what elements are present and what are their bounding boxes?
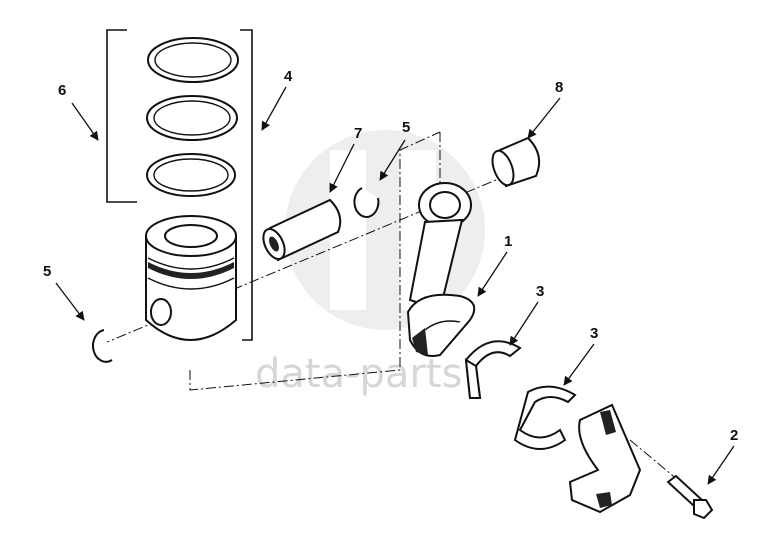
snap-ring-icon-left [91, 329, 113, 363]
piston-pin-icon [262, 198, 342, 262]
bushing-icon [491, 136, 541, 188]
snap-ring-icon [353, 187, 380, 218]
piston-ring-set-icon [146, 37, 239, 197]
callout-6: 6 [58, 82, 66, 99]
callout-3-lower: 3 [590, 325, 598, 342]
piston-bracket [240, 29, 253, 341]
bearing-shell-icon-lower [513, 385, 577, 450]
ring-set-bracket [106, 29, 137, 203]
callout-8: 8 [555, 79, 563, 96]
rod-cap-icon [568, 403, 642, 514]
leader-arrows [55, 86, 735, 485]
callout-7: 7 [354, 125, 362, 142]
rod-bolt-icon [666, 474, 714, 520]
connecting-rod-icon [406, 182, 476, 357]
piston-icon [145, 215, 237, 341]
callout-3-upper: 3 [536, 283, 544, 300]
callout-5-top: 5 [402, 119, 410, 136]
callout-4: 4 [284, 68, 293, 85]
bearing-shell-icon-upper [464, 340, 522, 399]
callout-5-left: 5 [43, 263, 51, 280]
callout-2: 2 [730, 427, 738, 444]
callout-1: 1 [504, 233, 512, 250]
